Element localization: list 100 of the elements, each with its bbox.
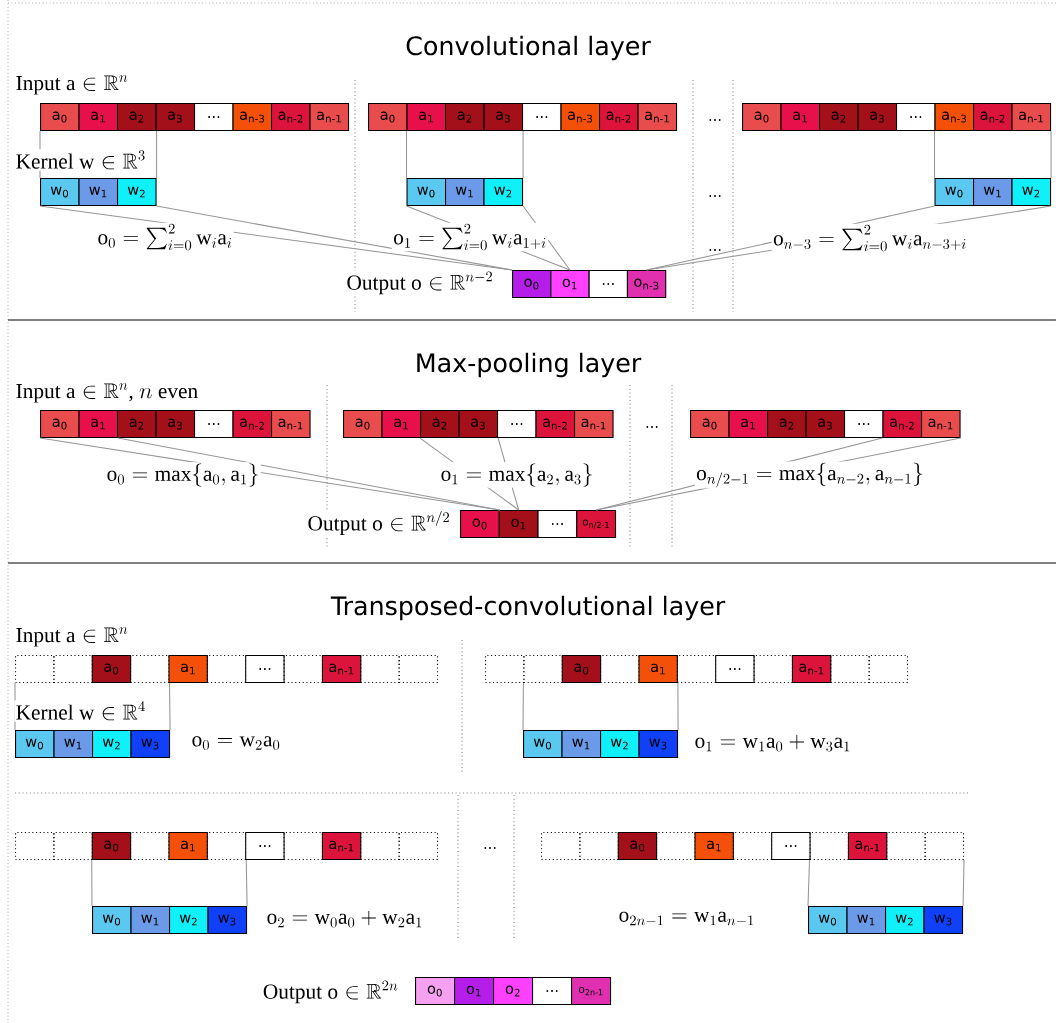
padding-cell: [398, 655, 439, 684]
kernel-cell: w$_{2}$: [600, 730, 640, 759]
formula: $\text{Input a} \in \mathbb{R}^n$: [14, 74, 130, 96]
kernel-cell: w$_{1}$: [130, 906, 171, 935]
input-cell: a$_{2}$: [420, 410, 460, 439]
padding-cell: [283, 832, 323, 861]
formula: $\text{Input a} \in \mathbb{R}^n\text{, } n \text{ even}$: [14, 382, 200, 404]
output-cell: o$_{2n-1}$: [571, 977, 612, 1006]
padding-cell: [830, 655, 870, 684]
kernel-cell: w$_{2}$: [169, 906, 209, 935]
section-title: Transposed-convolutional layer: [330, 595, 726, 621]
input-cell: a$_{n-1}$: [321, 832, 362, 861]
kernel-cell: w$_{1}$: [53, 730, 94, 759]
input-cell: a$_{1}$: [78, 103, 119, 132]
input-cell: a$_{1}$: [381, 410, 422, 439]
input-cell: ...: [497, 410, 537, 439]
input-cell: a$_{0}$: [617, 832, 658, 861]
padding-cell: [809, 832, 849, 861]
input-cell: a$_{n-1}$: [1011, 103, 1052, 132]
output-cell: o$_{0}$: [415, 977, 456, 1006]
input-cell: a$_{1}$: [694, 832, 734, 861]
input-cell: a$_{n-2}$: [535, 410, 576, 439]
ellipsis: ...: [709, 195, 721, 197]
input-cell: a$_{1}$: [168, 655, 208, 684]
input-cell: a$_{0}$: [40, 103, 80, 132]
ellipsis: ...: [646, 426, 658, 428]
input-cell: a$_{2}$: [767, 410, 807, 439]
input-cell: a$_{0}$: [742, 103, 782, 132]
padding-cell: [868, 655, 909, 684]
input-cell: ...: [194, 103, 234, 132]
input-cell: a$_{n-1}$: [847, 832, 888, 861]
input-cell: a$_{n-1}$: [321, 655, 362, 684]
formula: $\text{Output o} \in \mathbb{R}^{2n}$: [261, 979, 400, 1005]
input-cell: a$_{3}$: [155, 410, 196, 439]
padding-cell: [579, 832, 619, 861]
padding-cell: [753, 655, 793, 684]
input-cell: ...: [245, 832, 285, 861]
padding-cell: [360, 655, 400, 684]
formula: $\mathrm{o}_2 = \mathrm{w}_0\mathrm{a}_0 + \mathrm{w}_2\mathrm{a}_1$: [265, 909, 425, 929]
output-cell: o$_{1}$: [454, 977, 495, 1006]
padding-cell: [924, 832, 965, 861]
padding-cell: [15, 832, 55, 861]
ellipsis: ...: [484, 847, 496, 849]
formula: $\text{Kernel w} \in \mathbb{R}^3$: [14, 149, 148, 171]
formula: $\mathrm{o}_1 = \mathrm{w}_1\mathrm{a}_0 + \mathrm{w}_3\mathrm{a}_1$: [693, 733, 853, 753]
kernel-cell: w$_{3}$: [130, 730, 171, 759]
connector-line: [962, 859, 965, 907]
input-cell: a$_{3}$: [483, 103, 524, 132]
kernel-cell: w$_{0}$: [523, 730, 563, 759]
connector-line: [168, 682, 171, 731]
formula: $\text{Input a} \in \mathbb{R}^n$: [14, 626, 130, 648]
input-cell: a$_{n-2}$: [271, 103, 311, 132]
connector-line: [933, 130, 936, 179]
input-cell: a$_{1}$: [728, 410, 769, 439]
output-cell: ...: [532, 977, 573, 1006]
input-cell: a$_{n-3}$: [934, 103, 975, 132]
input-cell: a$_{2}$: [117, 103, 157, 132]
padding-cell: [485, 655, 525, 684]
input-cell: ...: [896, 103, 936, 132]
padding-cell: [360, 832, 400, 861]
input-cell: a$_{0}$: [91, 832, 132, 861]
input-cell: a$_{n-3}$: [232, 103, 273, 132]
padding-cell: [53, 832, 93, 861]
input-cell: a$_{n-2}$: [232, 410, 273, 439]
section-title: Convolutional layer: [406, 35, 651, 61]
input-cell: ...: [522, 103, 562, 132]
input-cell: a$_{0}$: [690, 410, 730, 439]
input-cell: a$_{2}$: [117, 410, 157, 439]
formula: $\mathrm{o}_{2n-1} = \mathrm{w}_1\mathrm{a}_{n-1}$: [617, 910, 757, 928]
input-cell: a$_{n-2}$: [599, 103, 639, 132]
input-cell: a$_{1}$: [780, 103, 821, 132]
kernel-cell: w$_{2}$: [885, 906, 925, 935]
kernel-cell: w$_{0}$: [92, 906, 132, 935]
input-cell: a$_{0}$: [91, 655, 132, 684]
kernel-cell: w$_{3}$: [207, 906, 248, 935]
padding-cell: [283, 655, 323, 684]
input-cell: a$_{3}$: [857, 103, 898, 132]
output-cell: ...: [537, 510, 578, 539]
formula: $\text{Output o} \in \mathbb{R}^{n-2}$: [345, 270, 495, 296]
connector-line: [245, 859, 248, 907]
input-cell: a$_{n-1}$: [309, 103, 350, 132]
padding-cell: [206, 832, 247, 861]
formula: $\text{Kernel w} \in \mathbb{R}^4$: [14, 700, 148, 722]
formula: $\mathrm{o}_1 = \max\{\mathrm{a}_2, \mathrm{a}_3\}$: [439, 462, 595, 488]
connector-line: [156, 205, 513, 271]
padding-cell: [732, 832, 773, 861]
padding-cell: [130, 655, 170, 684]
formula: $\mathrm{o}_{n-3} = \sum_{i=0}^{2} \mathrm{w}_i \mathrm{a}_{n-3+i}$: [771, 223, 969, 253]
output-cell: o$_{n/2-1}$: [576, 510, 617, 539]
output-cell: ...: [588, 270, 628, 299]
output-cell: o$_{n-3}$: [626, 270, 667, 299]
output-cell: o$_{0}$: [460, 510, 500, 539]
input-cell: a$_{n-1}$: [921, 410, 961, 439]
input-cell: a$_{1}$: [168, 832, 208, 861]
kernel-cell: w$_{1}$: [846, 906, 887, 935]
kernel-cell: w$_{0}$: [406, 178, 447, 207]
padding-cell: [206, 655, 247, 684]
input-cell: a$_{1}$: [78, 410, 119, 439]
input-cell: a$_{0}$: [368, 103, 408, 132]
connector-line: [156, 130, 158, 179]
